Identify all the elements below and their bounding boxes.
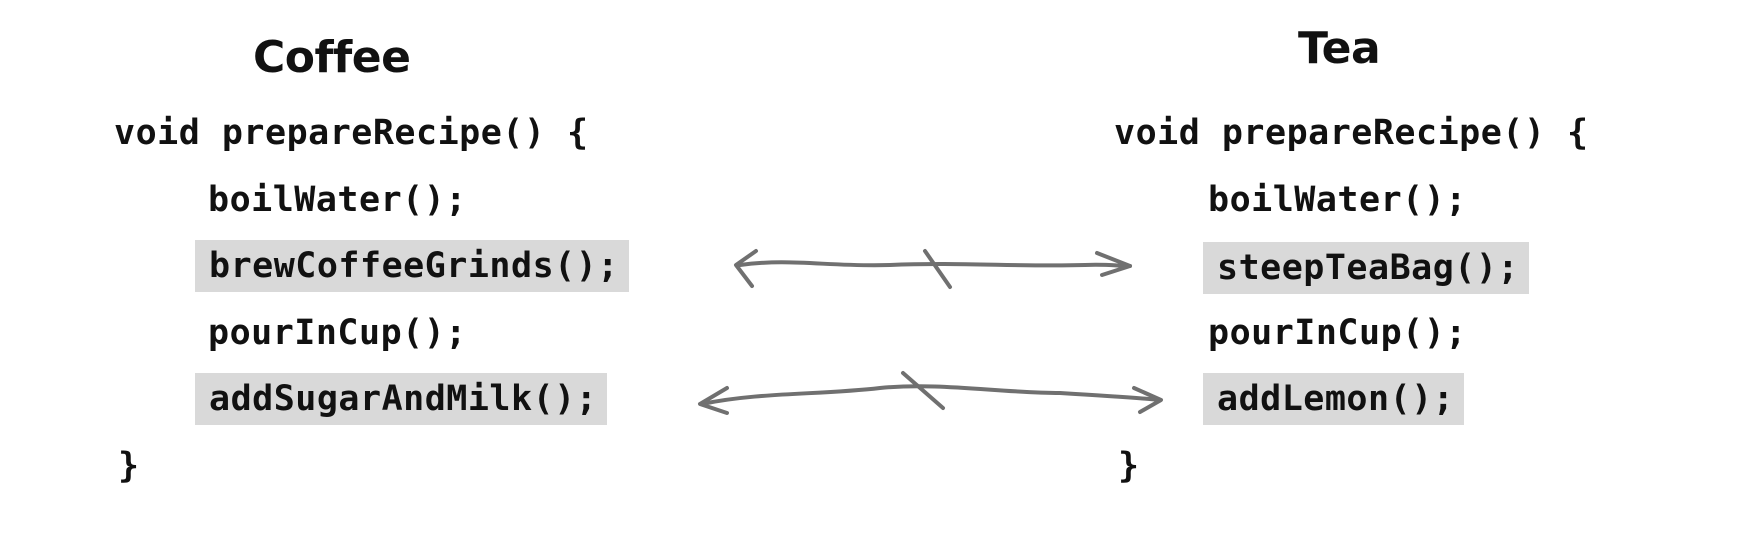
tea-add-lemon: addLemon(); [1203, 373, 1465, 425]
tea-method-signature: void prepareRecipe() { [1114, 113, 1589, 153]
brew-steep-not-equal-arrow [734, 249, 1132, 289]
arrow-shaft [700, 384, 1162, 406]
arrow-cross-mark [923, 249, 952, 289]
sugar-lemon-not-equal-arrow [698, 371, 1163, 415]
arrow-head-left [734, 249, 758, 288]
arrow-head-right [1095, 251, 1132, 277]
tea-steep-tea-bag: steepTeaBag(); [1203, 242, 1530, 294]
coffee-closing-brace: } [118, 446, 140, 486]
coffee-pour-in-cup: pourInCup(); [208, 313, 467, 353]
coffee-add-sugar-and-milk: addSugarAndMilk(); [195, 373, 608, 425]
coffee-method-signature: void prepareRecipe() { [114, 113, 589, 153]
tea-boil-water: boilWater(); [1208, 180, 1467, 220]
coffee-title: Coffee [253, 32, 411, 83]
tea-closing-brace: } [1118, 446, 1140, 486]
arrow-shaft [738, 260, 1132, 268]
tea-title: Tea [1298, 23, 1381, 74]
arrow-head-right [1132, 386, 1163, 414]
coffee-brew-coffee-grinds: brewCoffeeGrinds(); [195, 240, 629, 292]
arrow-cross-mark [901, 371, 945, 410]
arrow-head-left [698, 386, 729, 415]
coffee-boil-water: boilWater(); [208, 180, 467, 220]
tea-pour-in-cup: pourInCup(); [1208, 313, 1467, 353]
